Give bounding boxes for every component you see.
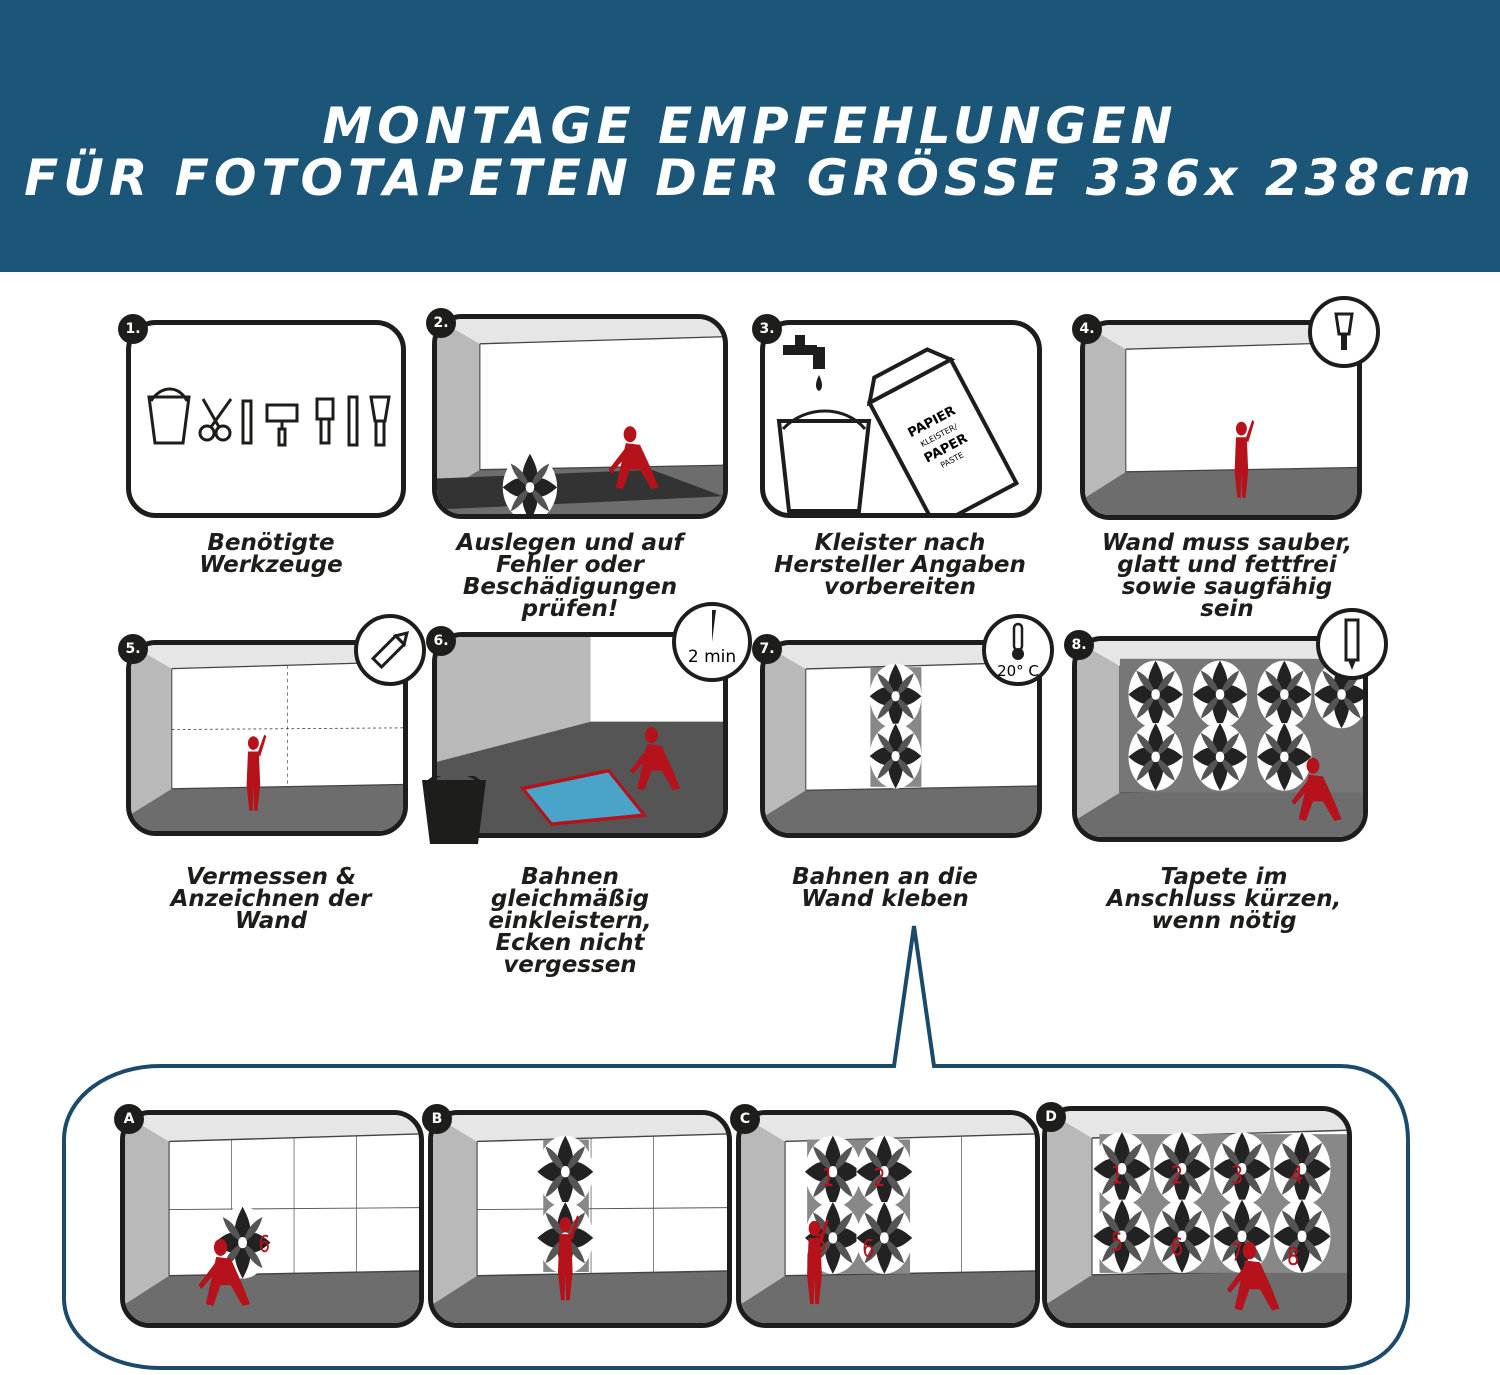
substep-D-frame: 1 2 3 4 5 6 7 8 [1042,1106,1352,1328]
pencil-icon [354,614,426,686]
panel-number: 2 [873,1165,885,1193]
step-6-badge: 6. [426,626,456,656]
substep-A-badge: A [114,1104,144,1134]
room-scene [437,637,723,833]
thermometer-icon: 20° C [982,614,1054,686]
tools-illustration [147,387,391,447]
panel-number: 3 [1231,1161,1243,1190]
substep-B-frame [428,1110,732,1328]
step-6-caption: Bahnen gleichmäßig einkleistern, Ecken n… [488,864,652,978]
step-2-caption: Auslegen und auf Fehler oder Beschädigun… [456,530,684,622]
step-2-frame [432,314,728,519]
paste-illustration: PAPIER KLEISTER/ PAPER PASTE [776,335,1020,513]
step-5-frame [126,640,408,836]
step-5-badge: 5. [118,634,148,664]
substep-D-badge: D [1036,1102,1066,1132]
room-scene [131,645,403,831]
substep-B-badge: B [422,1104,452,1134]
step-6-frame [432,632,728,838]
temperature-label: 20° C [997,662,1039,680]
room-scene [765,645,1037,833]
room-scene: 6 [125,1115,419,1323]
panel-number: 6 [259,1231,270,1258]
step-4-badge: 4. [1072,314,1102,344]
scraper-icon [1308,296,1380,368]
panel-number: 6 [1171,1233,1183,1262]
step-5-caption: Vermessen & Anzeichnen der Wand [170,864,372,934]
panel-number: 7 [1231,1238,1243,1267]
timer-icon: 2 min [672,602,752,682]
cutter-icon [1316,608,1388,680]
room-scene: 1 2 3 4 5 6 7 8 [1047,1111,1347,1323]
step-7-caption: Bahnen an die Wand kleben [792,864,978,912]
panel-number: 4 [1291,1161,1303,1190]
timer-label: 2 min [688,647,736,667]
step-1-caption: Benötigte Werkzeuge [199,530,343,578]
header-banner: MONTAGE EMPFEHLUNGEN FÜR FOTOTAPETEN DER… [0,0,1500,272]
room-scene [1077,641,1363,837]
title-line-1: MONTAGE EMPFEHLUNGEN [322,97,1178,155]
step-8-badge: 8. [1064,630,1094,660]
step-1-badge: 1. [118,314,148,344]
step-7-badge: 7. [752,634,782,664]
substep-A-frame: 6 [120,1110,424,1328]
panel-number: 5 [1111,1228,1123,1257]
room-scene: 1 2 5 6 [741,1115,1035,1323]
panel-number: 1 [822,1165,834,1193]
step-2-badge: 2. [426,308,456,338]
room-scene [433,1115,727,1323]
title-line-2: FÜR FOTOTAPETEN DER GRÖSSE 336x 238cm [24,149,1476,207]
panel-number: 6 [862,1236,874,1264]
panel-number: 8 [1287,1243,1299,1272]
step-8-frame [1072,636,1368,842]
panel-number: 1 [1111,1161,1123,1190]
room-scene [437,319,723,514]
bucket-icon [418,776,490,846]
panel-number: 2 [1171,1161,1183,1190]
substep-C-badge: C [730,1104,760,1134]
step-3-caption: Kleister nach Hersteller Angaben vorbere… [774,530,1026,600]
step-3-badge: 3. [752,314,782,344]
step-3-frame: PAPIER KLEISTER/ PAPER PASTE [760,320,1042,518]
substep-C-frame: 1 2 5 6 [736,1110,1040,1328]
step-8-caption: Tapete im Anschluss kürzen, wenn nötig [1106,864,1342,934]
panel-number: 5 [815,1231,827,1259]
step-4-caption: Wand muss sauber, glatt und fettfrei sow… [1101,530,1353,622]
step-1-frame [126,320,406,518]
